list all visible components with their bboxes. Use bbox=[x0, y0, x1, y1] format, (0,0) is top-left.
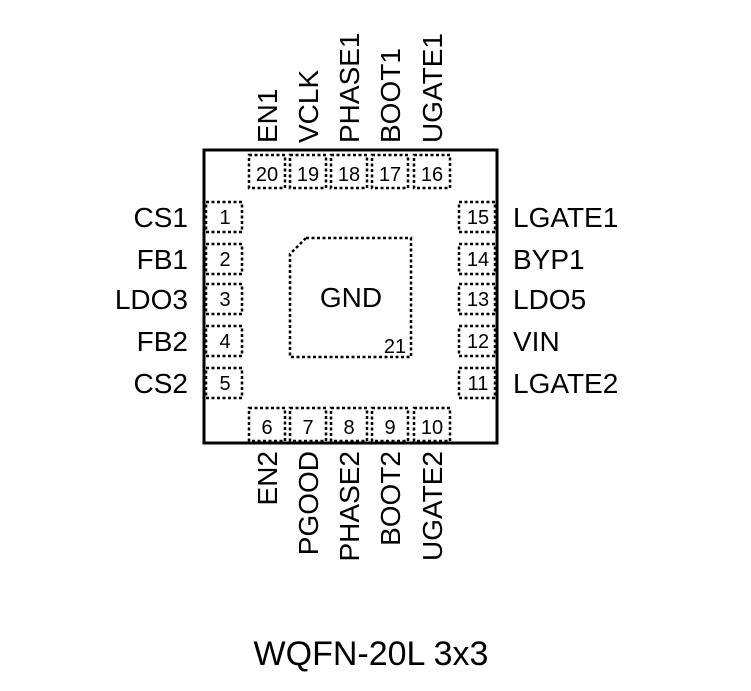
pin-number: 4 bbox=[219, 331, 230, 353]
pin-pad-5 bbox=[204, 366, 244, 400]
pin-pad-2 bbox=[204, 242, 244, 276]
pin-number: 17 bbox=[379, 164, 401, 186]
pin-label: LGATE2 bbox=[513, 368, 618, 399]
pin-label: LDO3 bbox=[115, 284, 188, 315]
pin-number: 8 bbox=[343, 417, 354, 439]
pin-label: PHASE2 bbox=[334, 451, 365, 562]
pin-number: 10 bbox=[421, 417, 443, 439]
pin-pad-16 bbox=[412, 153, 452, 190]
pin-label: BOOT2 bbox=[375, 451, 406, 546]
pin-number: 2 bbox=[219, 249, 230, 271]
pin-pad-1 bbox=[204, 200, 244, 234]
pin-label: BOOT1 bbox=[375, 48, 406, 143]
pin-number: 1 bbox=[219, 207, 230, 229]
pin-pad-8 bbox=[329, 406, 369, 443]
pin-number: 19 bbox=[297, 164, 319, 186]
pin-pad-13 bbox=[457, 282, 497, 316]
pin-pad-18 bbox=[329, 153, 369, 190]
pin-number: 18 bbox=[338, 164, 360, 186]
pin-pad-20 bbox=[247, 153, 287, 190]
pin-number: 11 bbox=[468, 373, 489, 395]
pin-number: 5 bbox=[219, 373, 230, 395]
pin-number: 14 bbox=[467, 249, 489, 271]
package-body bbox=[202, 148, 499, 445]
pin-label: LGATE1 bbox=[513, 202, 618, 233]
pin-number: 9 bbox=[384, 417, 395, 439]
pin-pad-10 bbox=[412, 406, 452, 443]
pin-pad-7 bbox=[288, 406, 328, 443]
pin-pad-17 bbox=[370, 153, 410, 190]
pin-label: LDO5 bbox=[513, 284, 586, 315]
pin-label: VIN bbox=[513, 326, 560, 357]
pin-label: EN2 bbox=[252, 451, 283, 505]
package-caption: WQFN-20L 3x3 bbox=[254, 635, 489, 673]
pin-number: 3 bbox=[219, 289, 230, 311]
pin-pad-3 bbox=[204, 282, 244, 316]
pin-pad-14 bbox=[457, 242, 497, 276]
pin-label: BYP1 bbox=[513, 244, 585, 275]
pin-pad-15 bbox=[457, 200, 497, 234]
pin-number: 6 bbox=[261, 417, 272, 439]
pin-label: EN1 bbox=[252, 89, 283, 143]
pin-pad-12 bbox=[457, 324, 497, 358]
pin-label: VCLK bbox=[293, 70, 324, 143]
exposed-pad-number: 21 bbox=[384, 336, 406, 358]
pin-pad-4 bbox=[204, 324, 244, 358]
pin-number: 7 bbox=[302, 417, 313, 439]
pin-pad-6 bbox=[247, 406, 287, 443]
pin-number: 15 bbox=[467, 207, 489, 229]
pin-pad-19 bbox=[288, 153, 328, 190]
pin-label: UGATE2 bbox=[417, 451, 448, 561]
pin-number: 16 bbox=[421, 164, 443, 186]
pin-label: PHASE1 bbox=[334, 33, 365, 144]
pin-label: UGATE1 bbox=[417, 33, 448, 143]
pin-label: PGOOD bbox=[293, 451, 324, 555]
pin-number: 12 bbox=[467, 331, 489, 353]
exposed-pad-label: GND bbox=[320, 282, 382, 313]
pin-pad-11 bbox=[457, 366, 497, 400]
pin-number: 20 bbox=[256, 164, 278, 186]
pin-label: FB2 bbox=[137, 326, 188, 357]
pin-label: CS2 bbox=[134, 368, 188, 399]
exposed-pad bbox=[288, 236, 413, 359]
pin-number: 13 bbox=[467, 289, 489, 311]
pin-pad-9 bbox=[370, 406, 410, 443]
pin-label: FB1 bbox=[137, 244, 188, 275]
pin-label: CS1 bbox=[134, 202, 188, 233]
pin-group: 1 CS1 2 FB1 3 LDO3 4 FB2 5 CS2 15 LGATE1 14 BYP1 13 LDO… bbox=[115, 33, 618, 562]
